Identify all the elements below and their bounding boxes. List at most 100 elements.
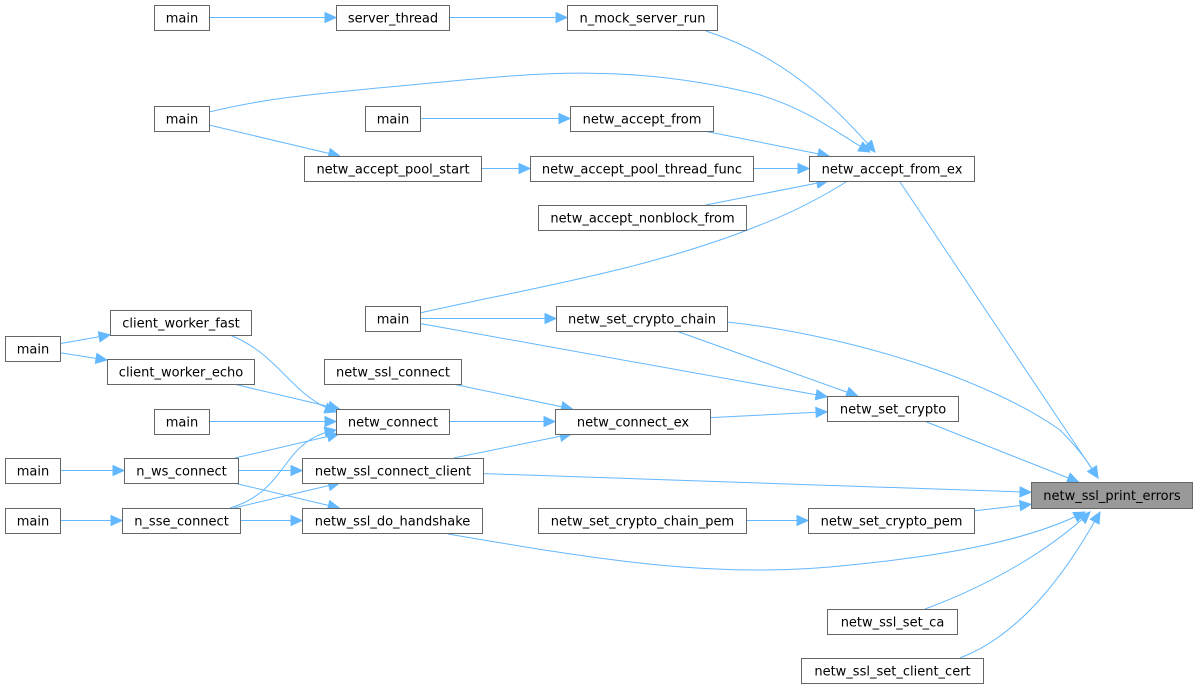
node-netw-ssl-do-handshake[interactable]: netw_ssl_do_handshake <box>302 508 483 534</box>
edge-main8-to-n_sse_connect <box>60 514 124 527</box>
edge-line <box>709 411 828 419</box>
node-netw-connect-ex[interactable]: netw_connect_ex <box>555 409 711 435</box>
node-box[interactable] <box>302 458 484 484</box>
node-box[interactable] <box>827 609 958 635</box>
node-box[interactable] <box>302 508 483 534</box>
node-label: netw_set_crypto_pem <box>821 515 963 530</box>
edge-netw_set_crypto_chain-to-netw_set_crypto <box>676 330 859 398</box>
node-box[interactable] <box>538 508 747 534</box>
node-netw-ssl-connect[interactable]: netw_ssl_connect <box>324 359 462 385</box>
edge-netw_set_crypto_chain-to-root <box>726 321 1099 480</box>
edge-line <box>705 30 876 153</box>
arrowhead-icon <box>94 352 109 365</box>
node-box[interactable] <box>555 409 711 435</box>
node-main1[interactable]: main <box>154 5 210 31</box>
node-netw-set-crypto[interactable]: netw_set_crypto <box>827 396 959 422</box>
node-main8[interactable]: main <box>5 508 61 534</box>
node-label: main <box>17 515 49 530</box>
edge-main5-to-client_worker_echo <box>59 352 109 365</box>
node-main7[interactable]: main <box>5 458 61 484</box>
edge-main5-to-client_worker_fast <box>59 331 112 345</box>
node-n-sse-connect[interactable]: n_sse_connect <box>122 508 241 534</box>
node-box[interactable] <box>107 359 255 385</box>
edge-line <box>703 130 830 157</box>
node-netw-ssl-set-client-cert[interactable]: netw_ssl_set_client_cert <box>801 658 984 684</box>
node-label: netw_accept_from_ex <box>822 163 963 178</box>
node-client-worker-echo[interactable]: client_worker_echo <box>107 359 255 385</box>
node-box[interactable] <box>304 156 482 182</box>
node-box[interactable] <box>365 306 421 332</box>
node-box[interactable] <box>336 409 450 435</box>
edge-netw_ssl_connect_client-to-root <box>482 473 1033 498</box>
edge-line <box>705 180 828 206</box>
node-label: netw_ssl_print_errors <box>1043 489 1181 504</box>
node-box[interactable] <box>827 396 959 422</box>
edge-netw_ssl_set_ca-to-root <box>924 511 1091 610</box>
node-box[interactable] <box>124 458 239 484</box>
node-box[interactable] <box>5 508 61 534</box>
node-box[interactable] <box>324 359 462 385</box>
edge-main3-to-netw_accept_from <box>420 112 572 125</box>
node-label: netw_connect <box>348 416 438 431</box>
node-box[interactable] <box>570 106 714 132</box>
node-box[interactable] <box>336 5 450 31</box>
edge-line <box>482 473 1032 493</box>
node-box[interactable] <box>110 310 252 336</box>
node-netw-ssl-set-ca[interactable]: netw_ssl_set_ca <box>827 609 958 635</box>
arrowhead-icon <box>863 139 876 153</box>
node-main6[interactable]: main <box>154 409 210 435</box>
node-netw-accept-pool-start[interactable]: netw_accept_pool_start <box>304 156 482 182</box>
node-netw-accept-from-ex[interactable]: netw_accept_from_ex <box>809 156 975 182</box>
node-box[interactable] <box>5 336 61 362</box>
edge-line <box>676 330 858 397</box>
edge-line <box>452 383 573 410</box>
node-netw-set-crypto-pem[interactable]: netw_set_crypto_pem <box>808 508 975 534</box>
node-root[interactable]: netw_ssl_print_errors <box>1031 482 1193 509</box>
node-netw-accept-from[interactable]: netw_accept_from <box>570 106 714 132</box>
node-label: client_worker_echo <box>119 366 243 381</box>
node-n-mock-server-run[interactable]: n_mock_server_run <box>567 5 718 31</box>
node-netw-ssl-connect-client[interactable]: netw_ssl_connect_client <box>302 458 484 484</box>
node-main5[interactable]: main <box>5 336 61 362</box>
arrowhead-icon <box>797 162 811 175</box>
node-box[interactable] <box>154 106 210 132</box>
node-server-thread[interactable]: server_thread <box>336 5 450 31</box>
node-box[interactable] <box>801 658 984 684</box>
node-box[interactable] <box>808 508 975 534</box>
node-main2[interactable]: main <box>154 106 210 132</box>
node-box[interactable] <box>1031 482 1193 509</box>
edge-line <box>726 321 1099 479</box>
edge-netw_ssl_set_client_cert-to-root <box>959 510 1101 659</box>
node-netw-accept-pool-thread-func[interactable]: netw_accept_pool_thread_func <box>530 156 754 182</box>
node-label: netw_ssl_connect <box>336 366 450 381</box>
edge-n_sse_connect-to-netw_ssl_do_handshake <box>240 514 304 527</box>
edges-layer <box>59 11 1101 659</box>
node-box[interactable] <box>5 458 61 484</box>
edge-netw_ssl_connect-to-netw_connect_ex <box>452 383 574 413</box>
node-box[interactable] <box>538 205 747 231</box>
node-box[interactable] <box>154 5 210 31</box>
arrowhead-icon <box>555 11 569 24</box>
node-box[interactable] <box>567 5 718 31</box>
node-main4[interactable]: main <box>365 306 421 332</box>
node-box[interactable] <box>154 409 210 435</box>
node-box[interactable] <box>809 156 975 182</box>
node-netw-set-crypto-chain[interactable]: netw_set_crypto_chain <box>556 306 728 332</box>
node-main3[interactable]: main <box>365 106 421 132</box>
node-label: main <box>166 416 198 431</box>
node-netw-connect[interactable]: netw_connect <box>336 409 450 435</box>
edge-line <box>453 433 572 459</box>
node-client-worker-fast[interactable]: client_worker_fast <box>110 310 252 336</box>
node-box[interactable] <box>122 508 241 534</box>
edge-n_mock_server_run-to-netw_accept_from_ex <box>705 30 876 153</box>
node-netw-set-crypto-chain-pem[interactable]: netw_set_crypto_chain_pem <box>538 508 747 534</box>
node-n-ws-connect[interactable]: n_ws_connect <box>124 458 239 484</box>
edge-line <box>924 511 1091 610</box>
edge-netw_set_crypto_pem-to-root <box>973 499 1033 512</box>
arrowhead-icon <box>815 406 829 419</box>
node-box[interactable] <box>556 306 728 332</box>
node-netw-accept-nonblock-from[interactable]: netw_accept_nonblock_from <box>538 205 747 231</box>
node-box[interactable] <box>365 106 421 132</box>
edge-line <box>959 511 1101 659</box>
node-box[interactable] <box>530 156 754 182</box>
